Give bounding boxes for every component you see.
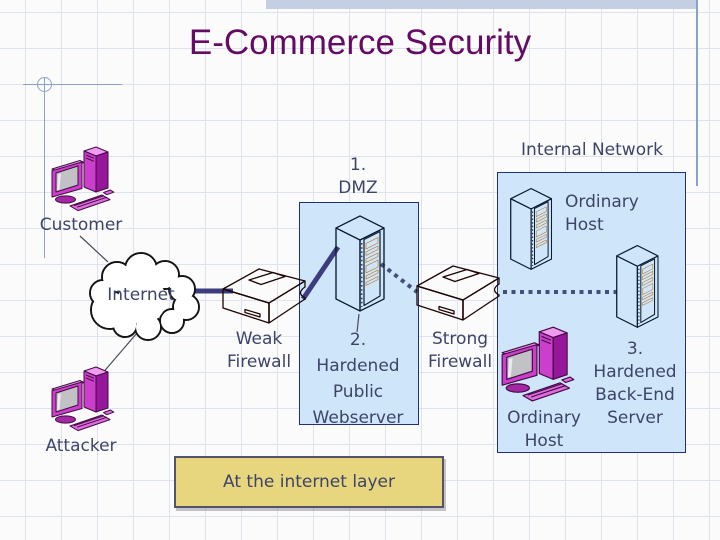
template-top-band [266, 0, 698, 9]
customer-label: Customer [39, 215, 123, 235]
internet-layer-callout: At the internet layer [174, 456, 444, 508]
attacker-computer-icon [51, 366, 115, 432]
backend-server-icon [616, 245, 659, 328]
ordinary-host-server-icon [510, 188, 553, 270]
slide-title: E-Commerce Security [188, 23, 532, 62]
template-right-line [696, 0, 698, 186]
template-crosshair-vline [44, 78, 45, 258]
internet-label: Internet [107, 285, 175, 305]
hardened-webserver-icon [335, 215, 385, 312]
webserver-strong-firewall-dotted-connector [379, 262, 419, 294]
internal-network-label: Internal Network [521, 140, 663, 160]
attacker-label: Attacker [45, 436, 117, 456]
weak-firewall-webserver-connector [300, 245, 341, 301]
ordinary-host-top-label: Ordinary Host [565, 192, 639, 235]
strong-firewall-icon [416, 265, 500, 321]
webserver-label-pointer-line [356, 313, 360, 333]
customer-internet-line [79, 235, 109, 263]
ordinary-host-computer-icon [501, 326, 575, 402]
attacker-internet-line [100, 332, 138, 376]
webserver-label: 2. Hardened Public Webserver [312, 330, 404, 428]
customer-computer-icon [51, 146, 115, 212]
template-crosshair-hline [23, 84, 122, 85]
strong-firewall-label: Strong Firewall [427, 329, 493, 372]
backend-server-label: 3. Hardened Back-End Server [593, 339, 677, 428]
internet-layer-callout-text: At the internet layer [223, 472, 395, 492]
weak-firewall-icon [222, 268, 306, 324]
dmz-label: 1. DMZ [338, 155, 378, 198]
weak-firewall-label: Weak Firewall [226, 329, 292, 372]
ordinary-host-bottom-label: Ordinary Host [507, 408, 581, 451]
